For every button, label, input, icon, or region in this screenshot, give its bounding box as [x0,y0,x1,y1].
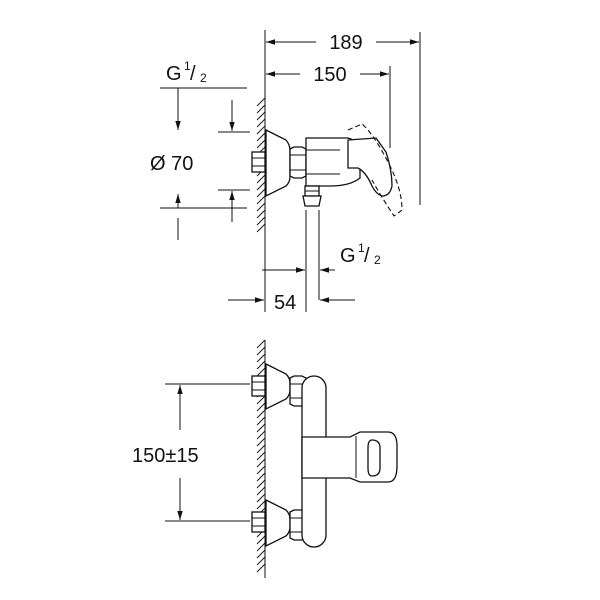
outlet-thread-denominator: 2 [374,253,381,267]
wall-hatch-line [256,479,266,489]
dimension-150-label: 150 [313,64,346,86]
wall-hatch-line [256,416,266,426]
wall-hatch-line [256,535,266,545]
wall-hatch-line [256,195,266,205]
wall-hatch-line [256,395,266,405]
outlet-thread-base: G [340,245,356,267]
wall-hatch-line [256,118,266,128]
lever-front [301,431,398,483]
front-view: 150±15 [132,339,398,578]
dimension-189: 189 [266,32,419,54]
wall-hatch-line [256,188,266,198]
lever-side [347,137,393,197]
wall-hatch-line [256,409,266,419]
wall-hatch-line [256,202,266,212]
wall-hatch-line [256,360,266,370]
wall-hatch-line [256,216,266,226]
inlet-thread-numerator: 1 [184,59,191,73]
wall-hatch-line [256,444,266,454]
wall-hatch-line [256,97,266,107]
wall-hatch-line [256,132,266,142]
dimension-flange-diameter: Ø 70 [150,100,235,222]
lever-open-position-outline [347,123,403,217]
extension-lines-side [160,30,421,312]
wall-hatch-line [256,423,266,433]
svg-text:G: G [166,63,182,85]
dimension-150-15: 150±15 [132,385,199,520]
wall-hatch-line [256,402,266,412]
side-view: 189 150 G 1 / 2 Ø 70 G 1 [150,30,421,314]
wall-hatch-line [256,437,266,447]
wall-hatch-line [256,104,266,114]
wall-hatch-line [256,139,266,149]
bottom-inlet-front [251,498,307,548]
wall-hatch-line [256,549,266,559]
wall-hatch-line [256,500,266,510]
wall-hatch-line [256,111,266,121]
wall-hatch-line [256,465,266,475]
wall-hatch-line [256,430,266,440]
dimension-150: 150 [266,64,389,86]
wall-hatch-line [256,174,266,184]
dimension-54: 54 [228,292,355,314]
dimension-inlet-thread: G 1 / 2 [166,59,207,240]
wall-hatch-line [256,472,266,482]
svg-text:/: / [190,63,196,85]
outlet-pipe-side [302,185,322,207]
wall-hatch-line [256,458,266,468]
wall-hatch-line [256,556,266,566]
wall-hatch-line [256,542,266,552]
dimension-outlet-thread: G 1 / 2 [262,241,381,273]
svg-text:/: / [364,245,370,267]
inlet-thread-base: G [166,63,182,85]
flange-diameter-label: Ø 70 [150,153,193,175]
wall-hatch-line [256,181,266,191]
wall-hatch-line [256,486,266,496]
inlet-centres-label: 150±15 [132,445,199,467]
wall-hatch-line [256,367,266,377]
union-nut-side [289,146,307,179]
wall-hatch-line [256,209,266,219]
extension-lines-front [165,383,250,522]
wall-hatch-line [256,451,266,461]
dimension-54-label: 54 [274,292,296,314]
top-inlet-front [251,362,307,411]
mixer-body-side [305,137,361,187]
wall-flange-side [251,128,291,198]
wall-hatch-line [256,493,266,503]
outlet-thread-numerator: 1 [358,241,365,255]
wall-hatch-line [256,223,266,233]
wall-hatch-line [256,339,266,349]
wall-hatch-line [256,346,266,356]
inlet-thread-denominator: 2 [200,71,207,85]
wall-hatch-line [256,353,266,363]
dimension-189-label: 189 [329,32,362,54]
svg-text:G: G [340,245,356,267]
wall-hatch-line [256,125,266,135]
wall-hatch-line [256,563,266,573]
